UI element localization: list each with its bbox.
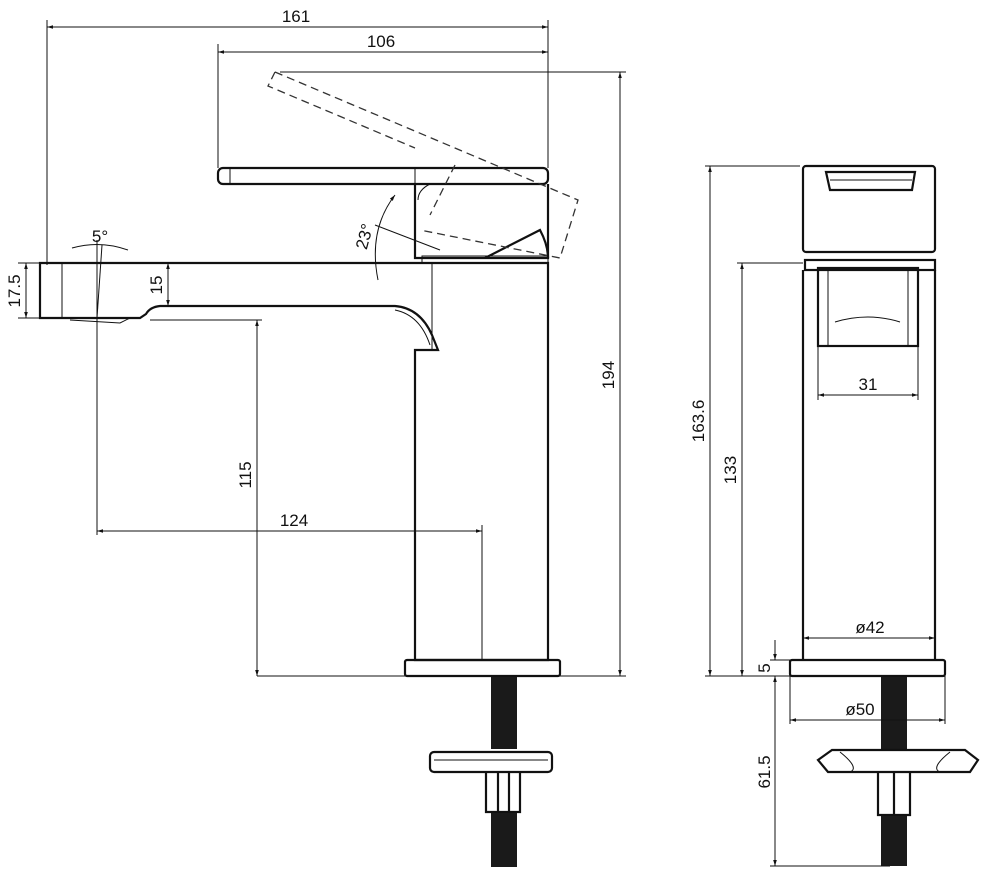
- dim-spout-clearance: 115: [236, 461, 255, 488]
- front-mounting-shank: [816, 677, 980, 866]
- dim-body-height: 133: [721, 456, 740, 484]
- dim-overall-height: 194: [599, 361, 618, 389]
- handle-open-position: [267, 71, 579, 259]
- dim-overall-width: 161: [282, 7, 310, 26]
- dim-base-diameter: ø50: [845, 700, 874, 719]
- front-spout: [803, 258, 937, 348]
- dim-spout-width: 31: [859, 375, 878, 394]
- dim-shank-length: 61.5: [755, 755, 774, 788]
- front-base-plate: [788, 658, 947, 678]
- dim-spout-angle: 5°: [92, 227, 108, 246]
- front-view: 163.6 133 5 61.5 31 ø42 ø50: [689, 164, 980, 867]
- dim-handle-angle: 23°: [352, 222, 377, 252]
- mounting-shank: [428, 677, 554, 867]
- dim-total-height: 163.6: [689, 400, 708, 443]
- dim-body-diameter: ø42: [855, 618, 884, 637]
- front-dimension-lines: [705, 165, 946, 867]
- dim-handle-length: 106: [367, 32, 395, 51]
- dim-spout-reach: 124: [280, 511, 308, 530]
- spout-body: [38, 261, 550, 662]
- dim-spout-height: 17.5: [5, 274, 24, 307]
- dim-spout-inner: 15: [147, 276, 166, 295]
- front-body: [801, 270, 937, 660]
- base-plate: [403, 658, 562, 678]
- side-view: 161 106 194 17.5 5° 15 23° 115 124: [5, 7, 626, 867]
- handle-lever: [216, 166, 550, 264]
- dimension-lines: [18, 20, 626, 677]
- dim-base-thickness: 5: [755, 663, 774, 672]
- front-handle: [801, 164, 937, 254]
